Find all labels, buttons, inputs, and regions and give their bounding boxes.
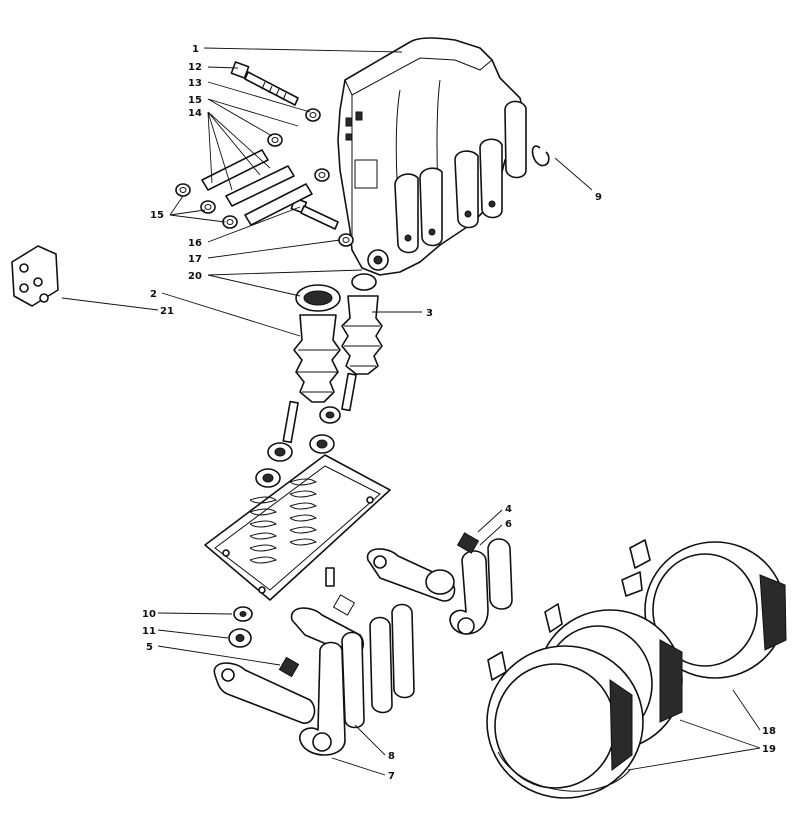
callout-15: 15 <box>188 95 202 106</box>
bolt-short <box>290 197 339 230</box>
callout-21: 21 <box>160 306 174 317</box>
callout-8: 8 <box>388 751 395 762</box>
bolt-long <box>230 61 299 106</box>
callout-5: 5 <box>146 642 153 653</box>
callout-13: 13 <box>188 78 202 89</box>
callout-19: 19 <box>762 744 776 755</box>
callout-9: 9 <box>595 192 602 203</box>
circlip <box>531 145 550 167</box>
callout-18: 18 <box>762 726 776 737</box>
seals <box>295 273 377 312</box>
callout-12: 12 <box>188 62 202 73</box>
connector-block <box>11 245 59 307</box>
callout-3: 3 <box>426 308 433 319</box>
callout-1: 1 <box>192 44 199 55</box>
callout-2: 2 <box>150 289 157 300</box>
valve-housing <box>337 37 527 276</box>
callout-14: 14 <box>188 108 202 119</box>
callout-10: 10 <box>142 609 156 620</box>
callout-6: 6 <box>505 519 512 530</box>
callout-4: 4 <box>505 504 512 515</box>
callout-16: 16 <box>188 238 202 249</box>
washers <box>175 108 354 247</box>
springs <box>249 478 318 564</box>
small-screw <box>325 567 335 587</box>
spacer-tubes <box>201 149 313 226</box>
callout-17: 17 <box>188 254 202 265</box>
leader-lines <box>61 47 761 776</box>
callout-15: 15 <box>150 210 164 221</box>
nut-and-washer <box>228 606 253 648</box>
valve-plunger-left <box>282 314 341 444</box>
callout-11: 11 <box>142 626 156 637</box>
spring-caps <box>255 406 341 488</box>
callout-20: 20 <box>188 271 202 282</box>
callout-7: 7 <box>388 771 395 782</box>
clamp-band-19-front <box>486 645 644 799</box>
callout-labels: 1 12 13 15 14 15 16 17 20 2 21 3 9 4 6 1… <box>142 44 776 782</box>
rocker-arms-left <box>213 594 415 756</box>
clamp-band-18 <box>621 539 787 679</box>
valve-plunger-right <box>341 295 383 412</box>
rocker-arms-right <box>366 532 513 635</box>
